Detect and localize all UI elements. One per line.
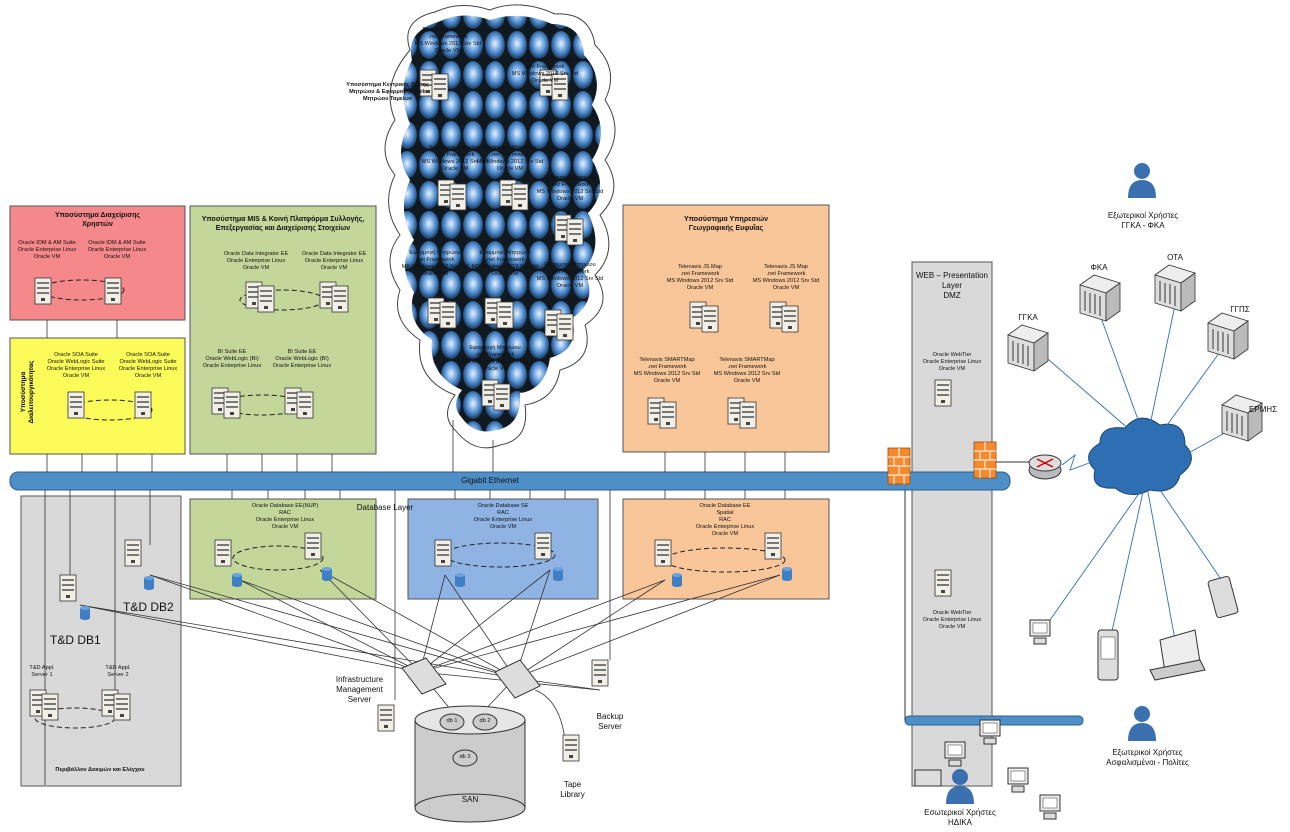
interop-title: Υποσύστημα Διαλειτουργικότητας bbox=[20, 360, 35, 424]
db-spatial-title: Oracle Database EE Spatial RAC Oracle En… bbox=[695, 503, 755, 537]
building-fka bbox=[1079, 274, 1121, 322]
zone-mis bbox=[189, 205, 377, 455]
router-icon bbox=[1028, 454, 1062, 480]
td-app-1-label: T&D Appl. Server 1 bbox=[29, 665, 55, 678]
zone-dmz bbox=[911, 261, 993, 787]
td-db2-label: T&D DB2 bbox=[123, 600, 174, 614]
building-ermis bbox=[1221, 394, 1263, 442]
cloud-app-2: Εφαρμογή Μητρώου .net Framework MS Windo… bbox=[511, 57, 579, 84]
test-title: Περιβάλλον Δοκιμών και Ελέγχου bbox=[55, 767, 145, 773]
dmz-title: WEB – Presentation Layer DMZ bbox=[915, 271, 989, 300]
identity-title: Υποσύστημα Διαχείρισης Χρηστών bbox=[55, 212, 140, 228]
backup-server-label: Backup Server bbox=[596, 712, 624, 731]
mis-server-3: BI Suite EE Oracle WebLogic (BI) Oracle … bbox=[202, 349, 262, 369]
cloud-app-1: Εφαρμογή Μητρώου .net Framework MS Windo… bbox=[414, 27, 482, 54]
gka-label: ΓΓΚΑ bbox=[1018, 313, 1038, 322]
gigabit-backbone bbox=[9, 471, 1011, 491]
tape-library-label: Tape Library bbox=[560, 780, 585, 799]
td-db1-label: T&D DB1 bbox=[50, 633, 101, 647]
infra-server-label: Infrastructure Management Server bbox=[335, 675, 384, 704]
ext-users-bottom-label: Εξωτερικοί Χρήστες Ασφαλισμένοι - Πολίτε… bbox=[1106, 748, 1189, 767]
dmz-server-1: Oracle WebTier Oracle Enterprise Linux O… bbox=[922, 352, 982, 372]
end-devices bbox=[914, 575, 1239, 820]
dmz-server-2: Oracle WebTier Oracle Enterprise Linux O… bbox=[922, 610, 982, 630]
building-gka bbox=[1007, 324, 1049, 372]
db-nup-title: Oracle Database EE(NUP) RAC Oracle Enter… bbox=[251, 503, 319, 530]
cloud-app-9: Εφαρμογή Μητρώου .net Framework MS Windo… bbox=[461, 345, 529, 372]
san-label: SAN bbox=[461, 795, 479, 804]
firewall-1 bbox=[887, 447, 911, 485]
ext-users-top-label: Εξωτερικοί Χρήστες ΓΓΚΑ - ΦΚΑ bbox=[1107, 211, 1179, 230]
identity-server-1: Oracle IDM & AM Suite Oracle Enterprise … bbox=[17, 240, 77, 260]
drop-lines bbox=[44, 320, 786, 785]
san-db3-label: db 3 bbox=[459, 754, 471, 760]
geo-server-3: Telenavis SMARTMap .net Framework MS Win… bbox=[633, 357, 701, 384]
cloud-app-4: Εφαρμογή Μητρώου .net Framework MS Windo… bbox=[476, 145, 544, 172]
firewall-2 bbox=[973, 441, 997, 479]
identity-server-2: Oracle IDM & AM Suite Oracle Enterprise … bbox=[87, 240, 147, 260]
interop-server-2: Oracle SOA Suite Oracle WebLogic Suite O… bbox=[118, 352, 178, 379]
internal-users-label: Εσωτερικοί Χρήστες ΗΔΙΚΑ bbox=[924, 808, 996, 827]
mis-server-2: Oracle Data Integrator EE Oracle Enterpr… bbox=[301, 251, 367, 271]
geo-title: Υποσύστημα Υπηρεσιών Γεωγραφικής Ευφυΐας bbox=[683, 216, 769, 232]
zone-interop bbox=[9, 337, 186, 455]
mis-title: Υποσύστημα MIS & Κοινή Πλατφόρμα Συλλογή… bbox=[201, 216, 365, 232]
internet-cloud bbox=[1088, 417, 1192, 495]
geo-server-2: Telenavis JS Map .net Framework MS Windo… bbox=[752, 264, 820, 291]
building-ota bbox=[1154, 264, 1196, 312]
user-icon-ext-top bbox=[1128, 163, 1156, 198]
backbone-label: Gigabit Ethernet bbox=[461, 476, 519, 485]
ermis-label: ΕΡΜΗΣ bbox=[1248, 405, 1278, 414]
fka-label: ΦΚΑ bbox=[1090, 263, 1108, 272]
cloud-app-7: Εφαρμογή Μητρώου .net Framework MS Windo… bbox=[471, 250, 539, 277]
san-db2-label: db 2 bbox=[479, 718, 491, 724]
mis-server-4: BI Suite EE Oracle WebLogic (BI) Oracle … bbox=[272, 349, 332, 369]
geo-server-1: Telenavis JS Map .net Framework MS Windo… bbox=[666, 264, 734, 291]
cloud-app-6: Εφαρμογή Μητρώου .net Framework MS Windo… bbox=[401, 250, 469, 277]
wan-links bbox=[1019, 304, 1231, 641]
building-ggps bbox=[1207, 312, 1249, 360]
geo-server-4: Telenavis SMARTMap .net Framework MS Win… bbox=[713, 357, 781, 384]
td-app-2-label: T&D Appl. Server 2 bbox=[105, 665, 131, 678]
ggps-label: ΓΓΠΣ bbox=[1230, 305, 1250, 314]
interop-server-1: Oracle SOA Suite Oracle WebLogic Suite O… bbox=[46, 352, 106, 379]
cloud-app-8: Εφαρμογή Μητρώου .net Framework MS Windo… bbox=[536, 262, 604, 289]
db-se-title: Oracle Database SE RAC Oracle Enterprise… bbox=[473, 503, 533, 530]
san-storage bbox=[414, 705, 526, 823]
san-switches bbox=[401, 657, 541, 699]
cloud-app-5: Εφαρμογή Μητρώου .net Framework MS Windo… bbox=[536, 175, 604, 202]
user-icon-ext-bottom bbox=[1128, 706, 1156, 741]
database-layer-label: Database Layer bbox=[356, 503, 414, 512]
zone-test bbox=[20, 495, 182, 787]
ota-label: ΟΤΑ bbox=[1167, 253, 1183, 262]
mis-server-1: Oracle Data Integrator EE Oracle Enterpr… bbox=[223, 251, 289, 271]
san-db1-label: db 1 bbox=[446, 718, 458, 724]
cloud-app-3: Εφαρμογή Μητρώου .net Framework MS Windo… bbox=[421, 145, 489, 172]
cloud-title: Υποσύστημα Κεντρικής Βάσης Μητρώου & Εφα… bbox=[346, 82, 429, 102]
